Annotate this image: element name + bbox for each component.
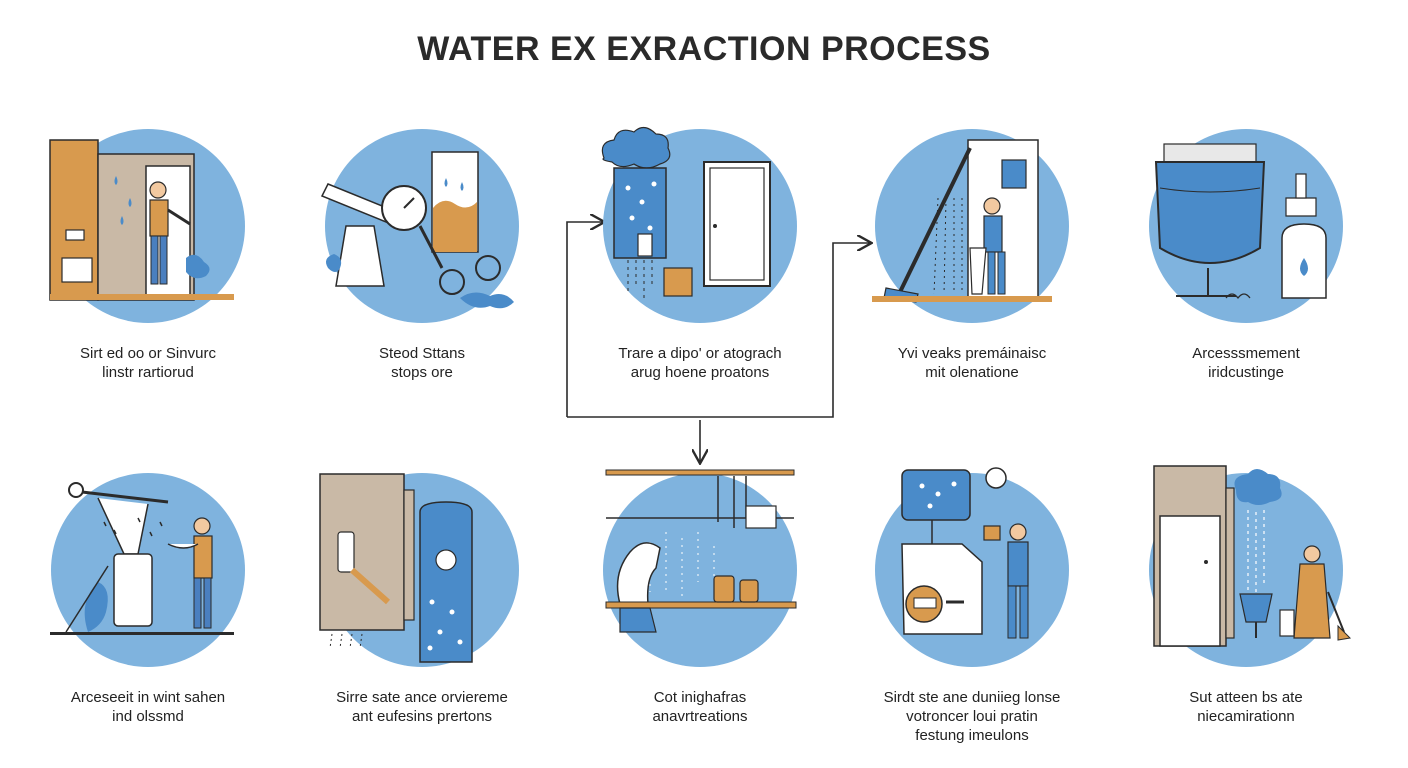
step-1: Sirt ed oo or Sinvurc linstr rartiorud xyxy=(18,118,278,388)
step-2-caption: Steod Sttans stops ore xyxy=(292,344,552,382)
step-3-caption: Trare a dipo' or atograch arug hoene pro… xyxy=(570,344,830,382)
step-9: Sirdt ste ane duniieg lonse votroncer lo… xyxy=(842,462,1102,752)
caption-line: votroncer loui pratin xyxy=(906,708,1038,725)
step-6: Arceseeit in wint sahen ind olssmd xyxy=(18,462,278,752)
caption-line: Steod Sttans xyxy=(379,345,465,362)
caption-line: Sirre sate ance orviereme xyxy=(336,689,508,706)
caption-line: Cot inighafras xyxy=(653,689,747,706)
caption-line: stops ore xyxy=(391,364,453,381)
step-10-caption: Sut atteen bs ate niecamirationn xyxy=(1116,688,1376,726)
caption-line: arug hoene proatons xyxy=(630,364,770,381)
step-8-caption: Cot inighafras anavrtreations xyxy=(570,688,830,726)
caption-line: niecamirationn xyxy=(1197,708,1295,725)
caption-line: Yvi veaks premáinaisc xyxy=(897,345,1047,362)
crane-dryer-worker-icon xyxy=(50,473,245,667)
caption-line: Arcesssmement xyxy=(1192,345,1300,362)
step-7: Sirre sate ance orviereme ant eufesins p… xyxy=(292,462,552,752)
step-5-caption: Arcesssmement iridcustinge xyxy=(1116,344,1376,382)
caption-line: anavrtreations xyxy=(652,708,748,725)
pressure-gauge-pump-icon xyxy=(320,129,519,323)
caption-line: festung imeulons xyxy=(915,727,1029,744)
caption-line: Trare a dipo' or atograch xyxy=(618,345,782,362)
kitchen-shelf-icon xyxy=(603,469,797,667)
dehumidifier-worker-icon xyxy=(875,467,1069,667)
step-3: Trare a dipo' or atograch arug hoene pro… xyxy=(570,118,830,388)
caption-line: iridcustinge xyxy=(1208,364,1284,381)
water-tank-valve-icon xyxy=(1149,129,1343,323)
step-1-caption: Sirt ed oo or Sinvurc linstr rartiorud xyxy=(18,344,278,382)
caption-line: ind olssmd xyxy=(112,708,184,725)
step-8: Cot inighafras anavrtreations xyxy=(570,462,830,752)
step-9-caption: Sirdt ste ane duniieg lonse votroncer lo… xyxy=(842,688,1102,745)
cabinet-water-cylinder-icon xyxy=(319,473,519,667)
storm-tank-door-icon xyxy=(601,126,797,323)
connector-to-step-3 xyxy=(566,222,603,417)
doorway-worker-icon xyxy=(49,129,245,323)
wall-spray-worker-icon xyxy=(872,129,1069,323)
page-title: WATER EX EXRACTION PROCESS xyxy=(417,30,991,68)
step-7-caption: Sirre sate ance orviereme ant eufesins p… xyxy=(292,688,552,726)
caption-line: mit olenatione xyxy=(925,364,1019,381)
caption-line: linstr rartiorud xyxy=(102,364,194,381)
step-10: Sut atteen bs ate niecamirationn xyxy=(1116,462,1376,752)
step-4-caption: Yvi veaks premáinaisc mit olenatione xyxy=(842,344,1102,382)
step-6-caption: Arceseeit in wint sahen ind olssmd xyxy=(18,688,278,726)
step-5: Arcesssmement iridcustinge xyxy=(1116,118,1376,388)
connector-to-step-4 xyxy=(567,243,870,418)
step-2: Steod Sttans stops ore xyxy=(292,118,552,388)
wall-drip-worker-icon xyxy=(1149,465,1352,667)
caption-line: Sirt ed oo or Sinvurc xyxy=(80,345,216,362)
step-4: Yvi veaks premáinaisc mit olenatione xyxy=(842,118,1102,388)
caption-line: ant eufesins prertons xyxy=(351,708,493,725)
caption-line: Sirdt ste ane duniieg lonse xyxy=(883,689,1061,706)
caption-line: Sut atteen bs ate xyxy=(1189,689,1303,706)
caption-line: Arceseeit in wint sahen xyxy=(70,689,226,706)
